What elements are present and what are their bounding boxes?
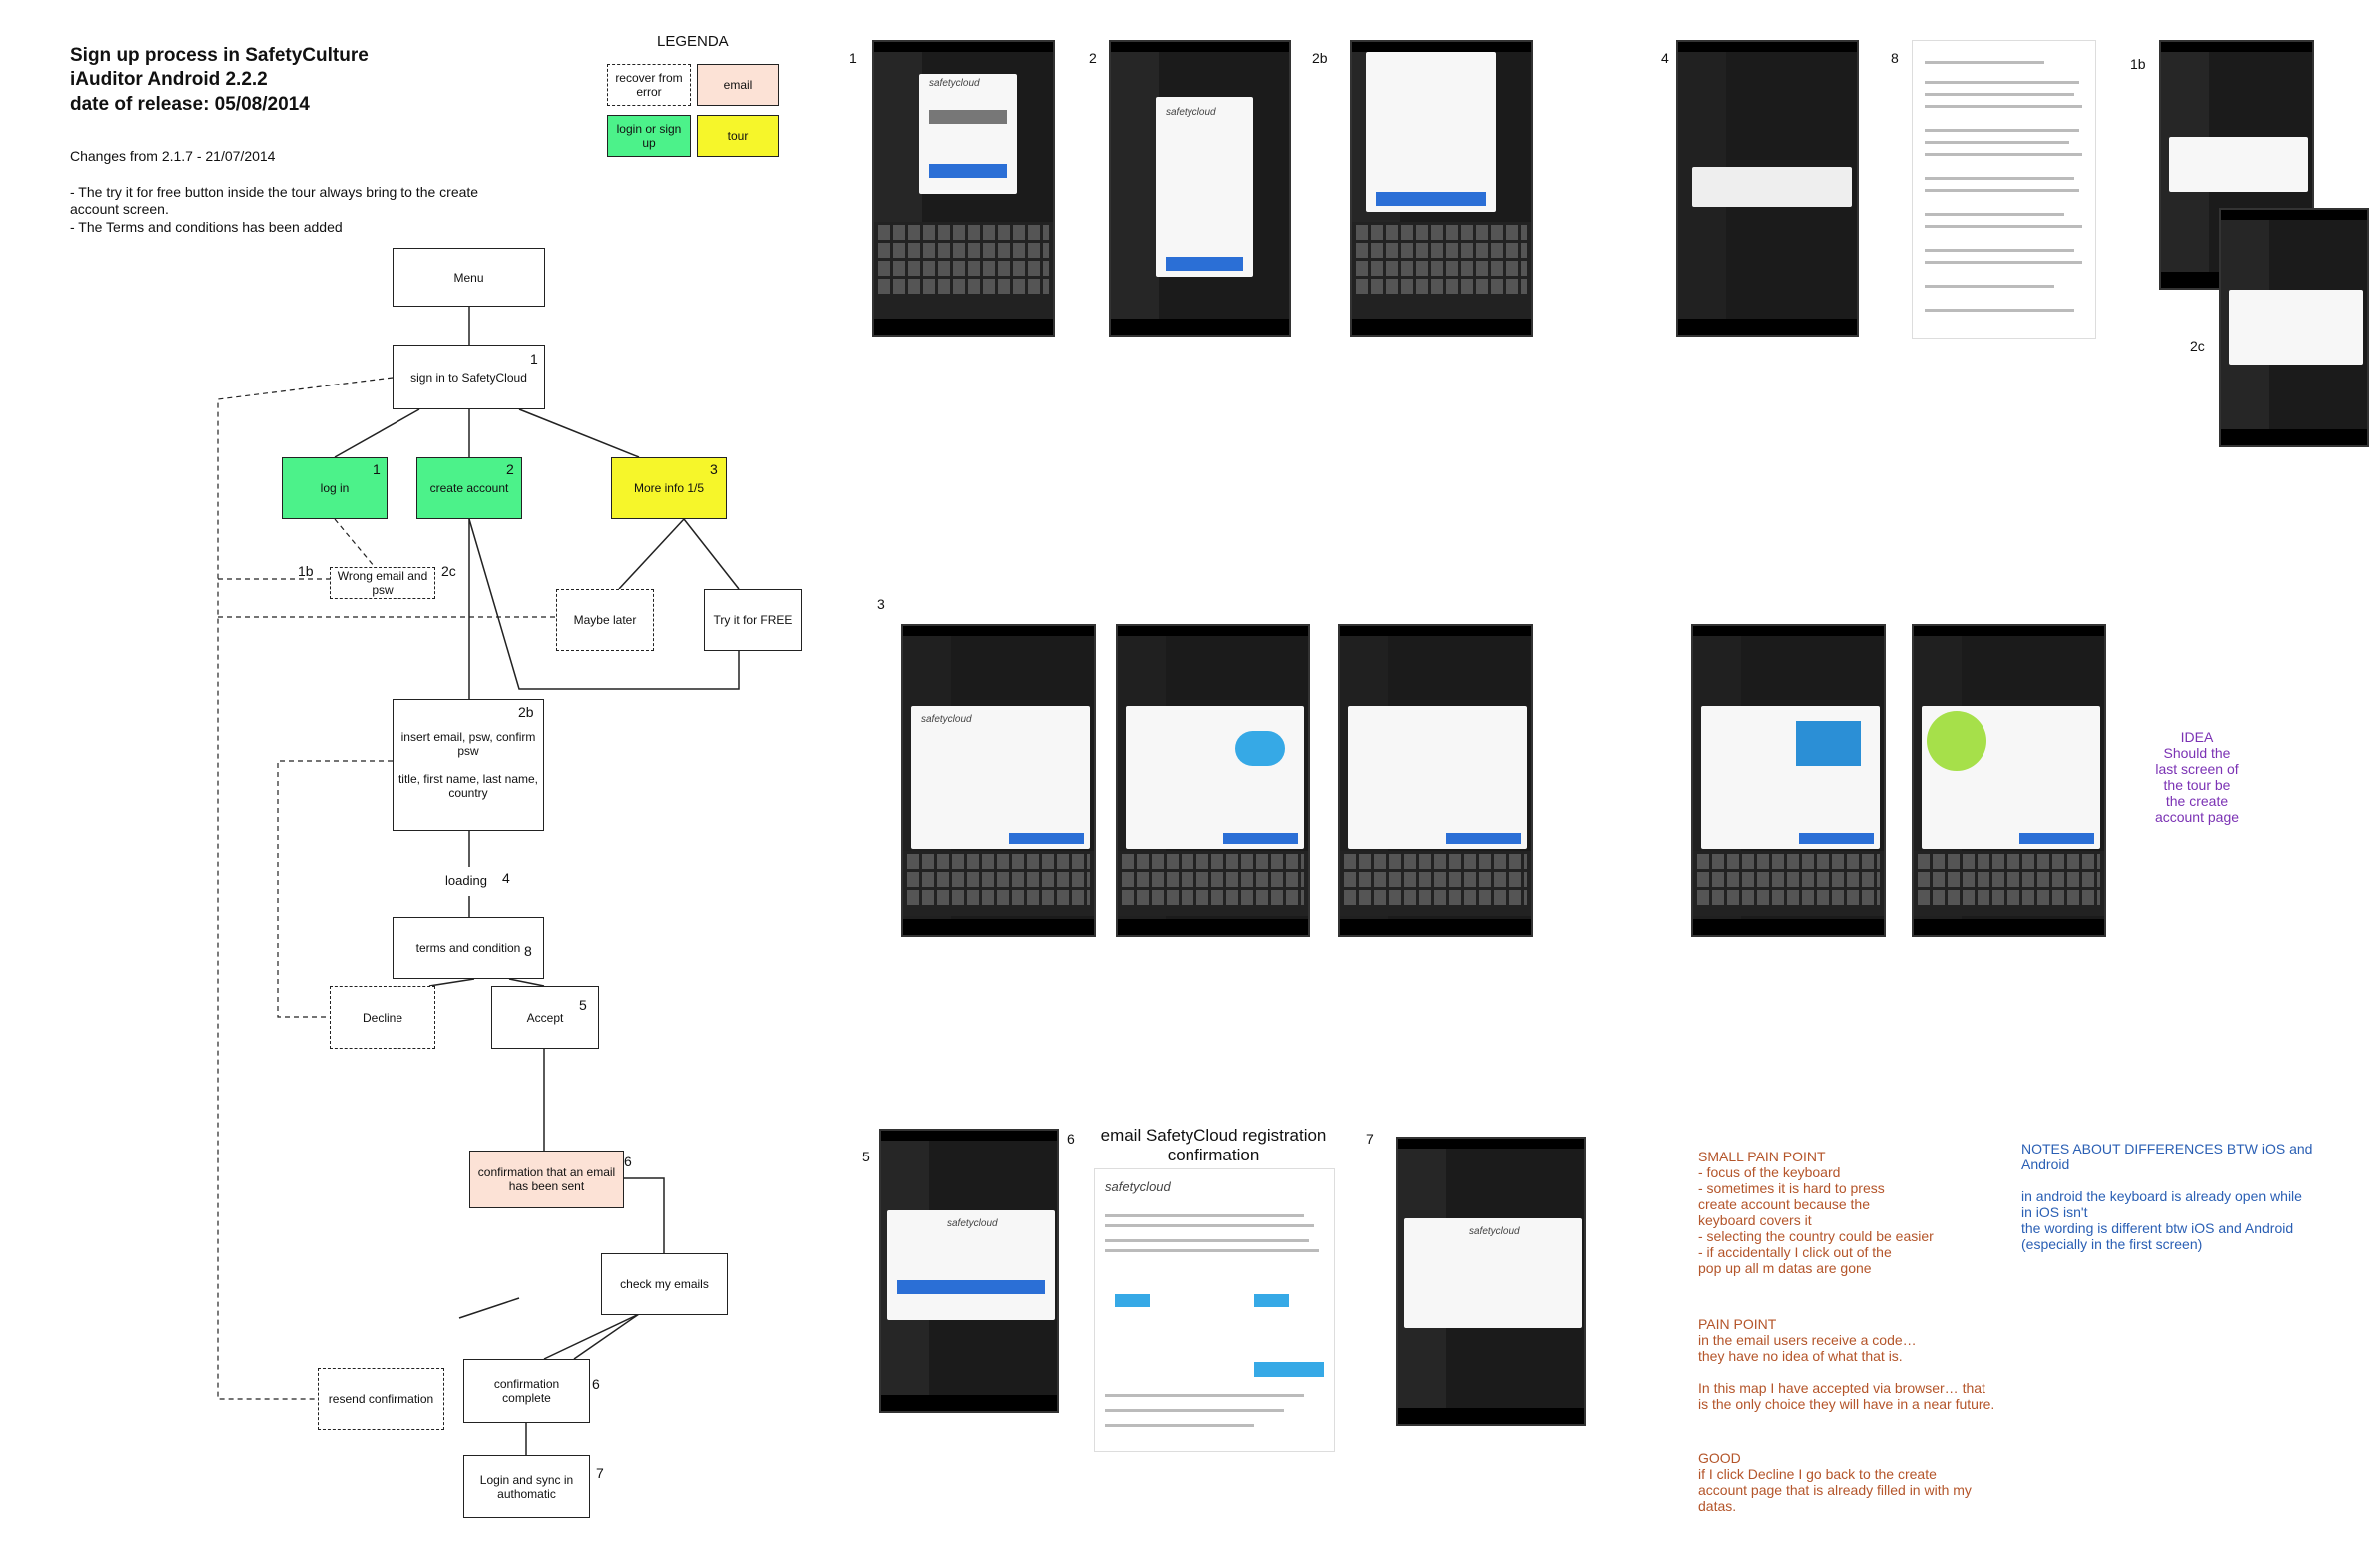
logo-text: safetycloud	[1105, 1179, 1171, 1194]
flow-num-6b: 6	[592, 1376, 600, 1392]
legend-tour: tour	[697, 115, 779, 157]
screenshot-terms	[1912, 40, 2096, 339]
flow-num-2c: 2c	[441, 563, 456, 579]
flow-try-free: Try it for FREE	[704, 589, 802, 651]
note-small-pain-point: SMALL PAIN POINT - focus of the keyboard…	[1698, 1149, 1934, 1276]
flow-num-8: 8	[524, 943, 532, 959]
logo-text: safetycloud	[921, 714, 972, 725]
flow-num-1b: 1b	[298, 563, 314, 579]
screenshot-tour-1: safetycloud	[901, 624, 1096, 937]
flow-login-sync: Login and sync in authomatic	[463, 1455, 590, 1518]
screen-label-2c: 2c	[2190, 338, 2205, 354]
change-item-1: - The try it for free button inside the …	[70, 184, 479, 217]
flow-resend-confirmation: resend confirmation	[318, 1368, 444, 1430]
flow-num-3: 3	[710, 461, 718, 477]
screen-label-1b: 1b	[2130, 56, 2146, 72]
flow-loading: loading	[445, 873, 487, 888]
legend-login: login or sign up	[607, 115, 691, 157]
screen-label-6: 6	[1067, 1131, 1075, 1147]
change-item-2: - The Terms and conditions has been adde…	[70, 219, 343, 235]
flow-num-6: 6	[624, 1154, 632, 1169]
legend-recover: recover from error	[607, 64, 691, 106]
logo-text: safetycloud	[929, 78, 980, 89]
screen-label-8: 8	[1891, 50, 1899, 66]
flow-num-2b: 2b	[518, 704, 534, 720]
changes-title: Changes from 2.1.7 - 21/07/2014	[70, 148, 276, 164]
flow-signin: sign in to SafetyCloud	[393, 345, 545, 409]
flow-confirmation-complete: confirmation complete	[463, 1359, 590, 1423]
screenshot-confirmation-sent: safetycloud	[879, 1129, 1059, 1413]
screenshot-create-error	[2219, 208, 2369, 447]
screenshot-tour-3	[1338, 624, 1533, 937]
flow-terms: terms and condition	[393, 917, 544, 979]
flow-num-4: 4	[502, 870, 510, 886]
screen-label-3: 3	[877, 596, 885, 612]
logo-text: safetycloud	[1166, 107, 1216, 118]
flow-wrong-credentials: Wrong email and psw	[330, 567, 435, 599]
screenshot-tour-2	[1116, 624, 1310, 937]
screen-label-2: 2	[1089, 50, 1097, 66]
legend-title: LEGENDA	[657, 33, 729, 50]
flow-maybe-later: Maybe later	[556, 589, 654, 651]
flow-num-5: 5	[579, 997, 587, 1013]
note-idea: IDEA Should the last screen of the tour …	[2154, 729, 2240, 825]
flow-check-emails: check my emails	[601, 1253, 728, 1315]
screenshot-tour-4	[1691, 624, 1886, 937]
flow-num-login: 1	[373, 461, 381, 477]
doc-title-line1: Sign up process in SafetyCulture	[70, 45, 369, 66]
note-pain-point: PAIN POINT in the email users receive a …	[1698, 1316, 1995, 1412]
screenshot-loading	[1676, 40, 1859, 337]
flow-menu: Menu	[393, 248, 545, 307]
screen-label-1: 1	[849, 50, 857, 66]
logo-text: safetycloud	[1469, 1226, 1520, 1237]
legend-email: email	[697, 64, 779, 106]
flow-login: log in	[282, 457, 388, 519]
screenshot-email: safetycloud	[1094, 1168, 1335, 1452]
flow-accept: Accept	[491, 986, 599, 1049]
note-good: GOOD if I click Decline I go back to the…	[1698, 1450, 1972, 1514]
screen-label-4: 4	[1661, 50, 1669, 66]
screen-label-7: 7	[1366, 1131, 1374, 1147]
flow-more-info: More info 1/5	[611, 457, 727, 519]
screenshot-create-account: safetycloud	[1109, 40, 1291, 337]
screen-label-5: 5	[862, 1149, 870, 1164]
flow-num-1: 1	[530, 351, 538, 367]
flow-num-2: 2	[506, 461, 514, 477]
doc-title-line3: date of release: 05/08/2014	[70, 94, 310, 115]
flow-decline: Decline	[330, 986, 435, 1049]
doc-title-line2: iAuditor Android 2.2.2	[70, 69, 268, 90]
screen-label-2b: 2b	[1312, 50, 1328, 66]
flow-create-account: create account	[416, 457, 522, 519]
logo-text: safetycloud	[947, 1218, 998, 1229]
flow-confirmation-sent: confirmation that an email has been sent	[469, 1151, 624, 1208]
flow-num-7: 7	[596, 1465, 604, 1481]
screenshot-sync: safetycloud	[1396, 1137, 1586, 1426]
flow-insert-details: insert email, psw, confirm psw title, fi…	[393, 699, 544, 831]
note-ios-android-differences: NOTES ABOUT DIFFERENCES BTW iOS and Andr…	[2021, 1141, 2313, 1252]
screenshot-tour-5	[1912, 624, 2106, 937]
screenshot-create-account-keyboard	[1350, 40, 1533, 337]
screenshot-login: safetycloud	[872, 40, 1055, 337]
email-title: email SafetyCloud registration confirmat…	[1100, 1126, 1327, 1164]
